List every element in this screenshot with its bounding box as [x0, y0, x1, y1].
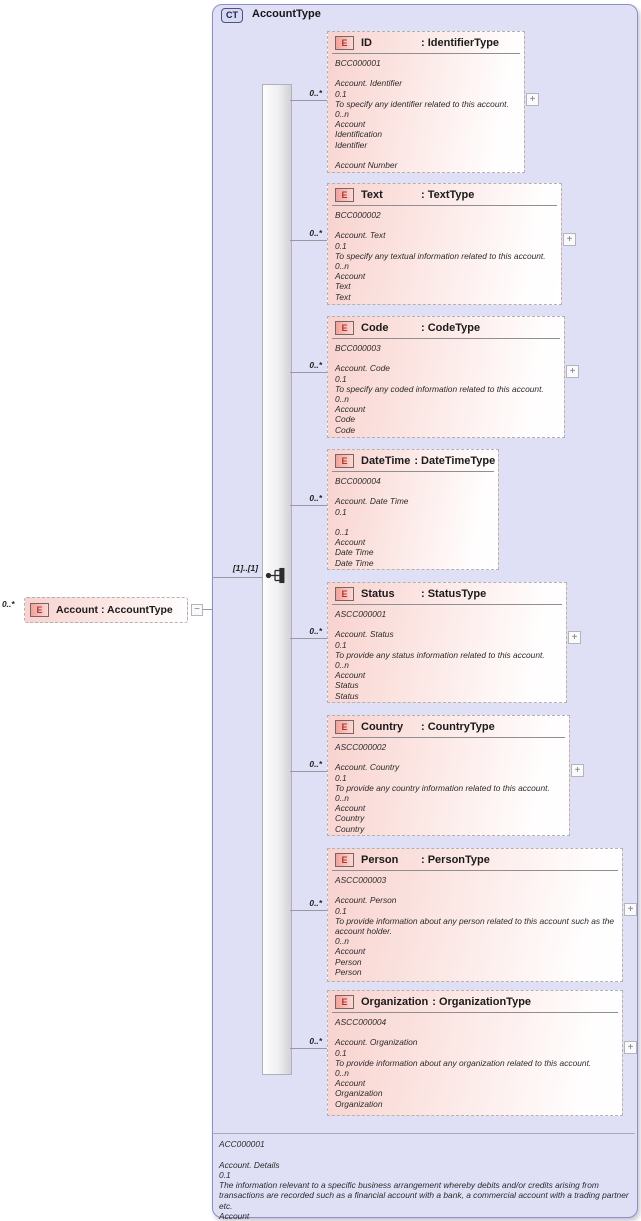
element-annotation: ASCC000002 Account. Country 0.1 To provi… [335, 742, 550, 834]
element-type: : StatusType [421, 588, 487, 600]
connector-id [290, 100, 327, 101]
element-box-status[interactable]: E Status : StatusType ASCC000001 Account… [327, 582, 567, 703]
sequence-bar [262, 84, 292, 1075]
footer-divider [213, 1133, 635, 1134]
expand-button-country[interactable]: + [571, 764, 584, 777]
connector-organization [290, 1048, 327, 1049]
connector-code [290, 372, 327, 373]
element-annotation: ASCC000004 Account. Organization 0.1 To … [335, 1017, 592, 1109]
expand-button-id[interactable]: + [526, 93, 539, 106]
complex-type-title: AccountType [252, 8, 321, 20]
element-type: : IdentifierType [421, 37, 500, 49]
element-badge-icon: E [335, 36, 354, 50]
element-badge-icon: E [335, 321, 354, 335]
root-element-type: : AccountType [101, 604, 173, 616]
connector-root [203, 609, 212, 610]
element-annotation: ASCC000003 Account. Person 0.1 To provid… [335, 875, 615, 977]
element-badge-icon: E [335, 995, 354, 1009]
element-badge-icon: E [30, 603, 49, 617]
cardinality-label-datetime: 0..* [309, 493, 322, 503]
expand-button-code[interactable]: + [566, 365, 579, 378]
expand-button-status[interactable]: + [568, 631, 581, 644]
sequence-cardinality-label: [1]..[1] [232, 563, 258, 573]
element-badge-icon: E [335, 188, 354, 202]
connector-person [290, 910, 327, 911]
element-box-person[interactable]: E Person : PersonType ASCC000003 Account… [327, 848, 623, 982]
root-element-account[interactable]: E Account : AccountType [24, 597, 188, 623]
element-annotation: BCC000003 Account. Code 0.1 To specify a… [335, 343, 544, 435]
element-annotation: BCC000004 Account. Date Time 0.1 0..1 Ac… [335, 476, 409, 568]
root-cardinality-label: 0..* [2, 599, 15, 609]
connector-datetime [290, 505, 327, 506]
element-type: : CountryType [421, 721, 495, 733]
cardinality-label-status: 0..* [309, 626, 322, 636]
cardinality-label-organization: 0..* [309, 1036, 322, 1046]
element-annotation: ASCC000001 Account. Status 0.1 To provid… [335, 609, 545, 701]
cardinality-label-code: 0..* [309, 360, 322, 370]
collapse-button[interactable]: − [191, 604, 203, 616]
element-badge-icon: E [335, 587, 354, 601]
element-name: Code [361, 322, 389, 334]
complex-type-annotation: ACC000001 Account. Details 0.1 The infor… [219, 1139, 629, 1221]
connector-status [290, 638, 327, 639]
element-box-datetime[interactable]: E DateTime : DateTimeType BCC000004 Acco… [327, 449, 499, 570]
element-box-text[interactable]: E Text : TextType BCC000002 Account. Tex… [327, 183, 562, 305]
expand-button-organization[interactable]: + [624, 1041, 637, 1054]
element-box-country[interactable]: E Country : CountryType ASCC000002 Accou… [327, 715, 570, 836]
element-type: : OrganizationType [432, 996, 532, 1008]
element-badge-icon: E [335, 454, 354, 468]
element-badge-icon: E [335, 853, 354, 867]
sequence-icon [265, 567, 288, 589]
element-name: Country [361, 721, 404, 733]
connector-sequence [213, 577, 263, 578]
element-type: : CodeType [421, 322, 481, 334]
element-annotation: BCC000002 Account. Text 0.1 To specify a… [335, 210, 546, 302]
root-element-name: Account [56, 604, 98, 616]
expand-button-text[interactable]: + [563, 233, 576, 246]
cardinality-label-text: 0..* [309, 228, 322, 238]
element-badge-icon: E [335, 720, 354, 734]
connector-text [290, 240, 327, 241]
element-box-code[interactable]: E Code : CodeType BCC000003 Account. Cod… [327, 316, 565, 438]
element-type: : DateTimeType [414, 455, 496, 467]
complex-type-badge: CT [221, 8, 243, 23]
element-annotation: BCC000001 Account. Identifier 0.1 To spe… [335, 58, 509, 171]
element-name: Person [361, 854, 399, 866]
cardinality-label-person: 0..* [309, 898, 322, 908]
element-name: DateTime [361, 455, 411, 467]
element-type: : PersonType [421, 854, 490, 866]
element-name: ID [361, 37, 372, 49]
cardinality-label-id: 0..* [309, 88, 322, 98]
element-box-id[interactable]: E ID : IdentifierType BCC000001 Account.… [327, 31, 525, 173]
cardinality-label-country: 0..* [309, 759, 322, 769]
element-type: : TextType [421, 189, 475, 201]
connector-country [290, 771, 327, 772]
element-name: Status [361, 588, 395, 600]
element-name: Text [361, 189, 383, 201]
element-box-organization[interactable]: E Organization : OrganizationType ASCC00… [327, 990, 623, 1116]
element-name: Organization [361, 996, 429, 1008]
expand-button-person[interactable]: + [624, 903, 637, 916]
